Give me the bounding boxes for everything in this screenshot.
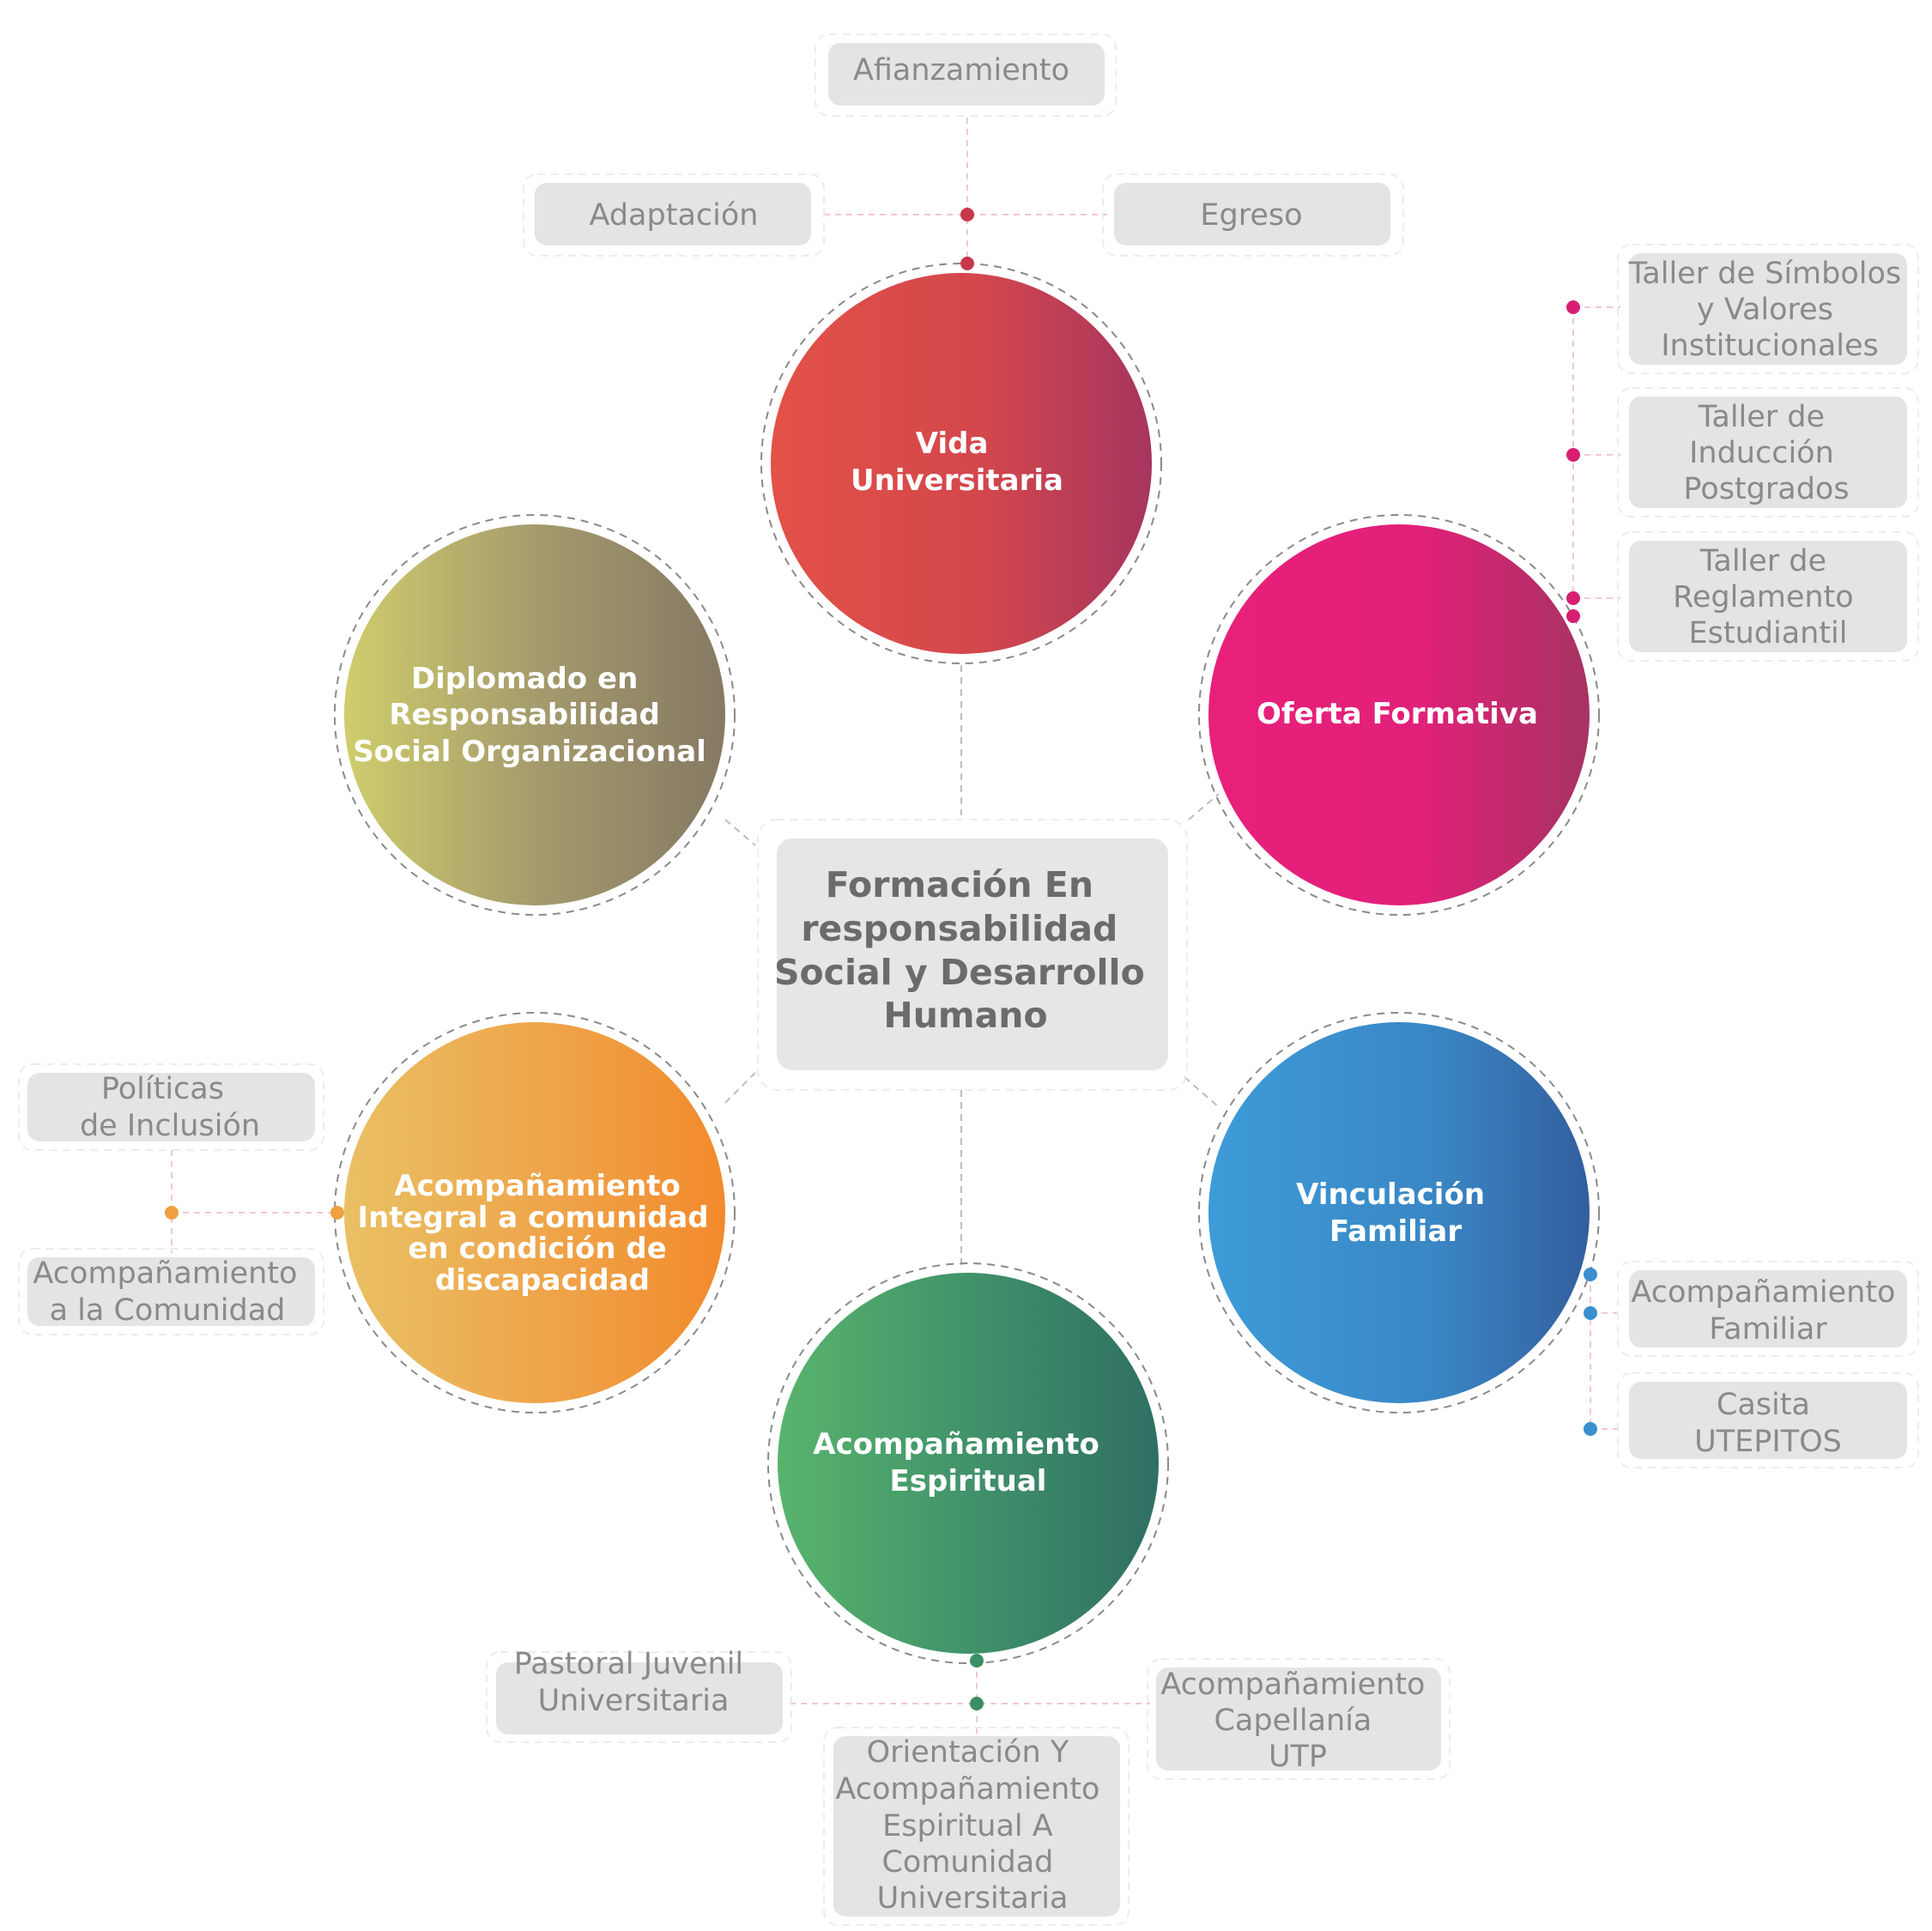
- node-oferta-formativa: Oferta Formativa: [1198, 514, 1600, 916]
- hub-title: Formación En responsabilidad Social y De…: [774, 864, 1157, 1036]
- svg-text:Taller de Símbolos y Val: Taller de Símbolos y Valores Institucion…: [1628, 257, 1911, 363]
- leaf-acompanamiento-familiar: Acompañamiento Familiar: [1617, 1261, 1919, 1357]
- svg-text:Taller de Reglamento: Taller de Reglamento Estudiantil: [1673, 544, 1863, 651]
- dot: [1566, 448, 1580, 462]
- node-diplomado: Diplomado en Responsabilidad Social Orga…: [334, 514, 736, 916]
- leaf-adaptacion: Adaptación: [523, 173, 825, 257]
- svg-text:Afianzamiento: Afianzamiento: [853, 53, 1069, 88]
- svg-text:Vinculación Familiar: Vinculación Familiar: [1296, 1177, 1495, 1249]
- dot: [970, 1697, 984, 1710]
- svg-text:Adaptación: Adaptación: [590, 198, 759, 233]
- leaf-afianzamiento: Afianzamiento: [815, 33, 1117, 117]
- leaf-orientacion: Orientación Y Acompañamiento Espiritual …: [823, 1727, 1130, 1926]
- dot: [1584, 1268, 1597, 1281]
- svg-text:Políticas de Inclusión: Políticas de Inclusión: [80, 1072, 260, 1143]
- hub-line: Social y Desarrollo: [774, 952, 1145, 993]
- leaf-acompanamiento-comunidad: Acompañamiento a la Comunidad: [18, 1248, 324, 1335]
- dot: [1566, 591, 1580, 605]
- svg-text:Taller de Inducción: Taller de Inducción Postgrados: [1683, 400, 1849, 506]
- svg-text:Egreso: Egreso: [1200, 198, 1302, 233]
- leaf-taller-simbolos: Taller de Símbolos y Valores Institucion…: [1617, 244, 1919, 374]
- leaf-politicas-inclusion: Políticas de Inclusión: [18, 1063, 324, 1151]
- leaf-taller-reglamento: Taller de Reglamento Estudiantil: [1617, 531, 1919, 662]
- hub-line: responsabilidad: [801, 908, 1117, 949]
- dot: [165, 1206, 179, 1220]
- leaf-pastoral-juvenil: Pastoral Juvenil Universitaria: [486, 1647, 792, 1743]
- hub-box: Formación En responsabilidad Social y De…: [757, 819, 1188, 1091]
- svg-text:Diplomado en Responsabil: Diplomado en Responsabilidad Social Orga…: [353, 662, 706, 769]
- dot: [330, 1206, 344, 1220]
- leaf-capellania: Acompañamiento Capellanía UTP: [1147, 1658, 1451, 1780]
- dot: [1584, 1422, 1597, 1436]
- connector-dots: [165, 208, 1597, 1710]
- node-vida-universitaria: Vida Universitaria: [760, 263, 1162, 664]
- node-acompanamiento-discapacidad: Acompañamiento Integral a comunidad en c…: [334, 1012, 736, 1413]
- dot: [1566, 300, 1580, 314]
- dot: [960, 208, 974, 221]
- leaf-egreso: Egreso: [1102, 173, 1404, 257]
- svg-text:Acompañamiento Integral: Acompañamiento Integral a comunidad en c…: [358, 1169, 719, 1298]
- dot: [960, 257, 974, 270]
- svg-text:Casita UTEPITOS: Casita UTEPITOS: [1694, 1388, 1842, 1459]
- dot: [970, 1654, 984, 1668]
- hub-line: Formación En: [826, 864, 1093, 905]
- node-acompanamiento-espiritual: Acompañamiento Espiritual: [767, 1262, 1169, 1664]
- dot: [1566, 609, 1580, 623]
- svg-text:Acompañamiento a la Comu: Acompañamiento a la Comunidad: [33, 1256, 306, 1328]
- dot: [1584, 1306, 1597, 1320]
- svg-text:Oferta Formativa: Oferta Formativa: [1257, 697, 1538, 731]
- leaf-taller-induccion: Taller de Inducción Postgrados: [1617, 387, 1919, 518]
- svg-text:Acompañamiento Familiar: Acompañamiento Familiar: [1631, 1275, 1905, 1347]
- svg-text:Orientación Y Acompañami: Orientación Y Acompañamiento Espiritual …: [835, 1735, 1109, 1916]
- leaf-casita-utepitos: Casita UTEPITOS: [1617, 1372, 1919, 1468]
- hub-line: Humano: [883, 995, 1047, 1036]
- svg-text:Acompañamiento Capellaní: Acompañamiento Capellanía UTP: [1160, 1668, 1434, 1774]
- svg-text:Vida Universitaria: Vida Universitaria: [851, 427, 1063, 498]
- svg-text:Acompañamiento Espiritua: Acompañamiento Espiritual: [813, 1427, 1110, 1498]
- node-vinculacion-familiar: Vinculación Familiar: [1198, 1012, 1600, 1413]
- svg-text:Pastoral Juvenil Univers: Pastoral Juvenil Universitaria: [514, 1647, 754, 1718]
